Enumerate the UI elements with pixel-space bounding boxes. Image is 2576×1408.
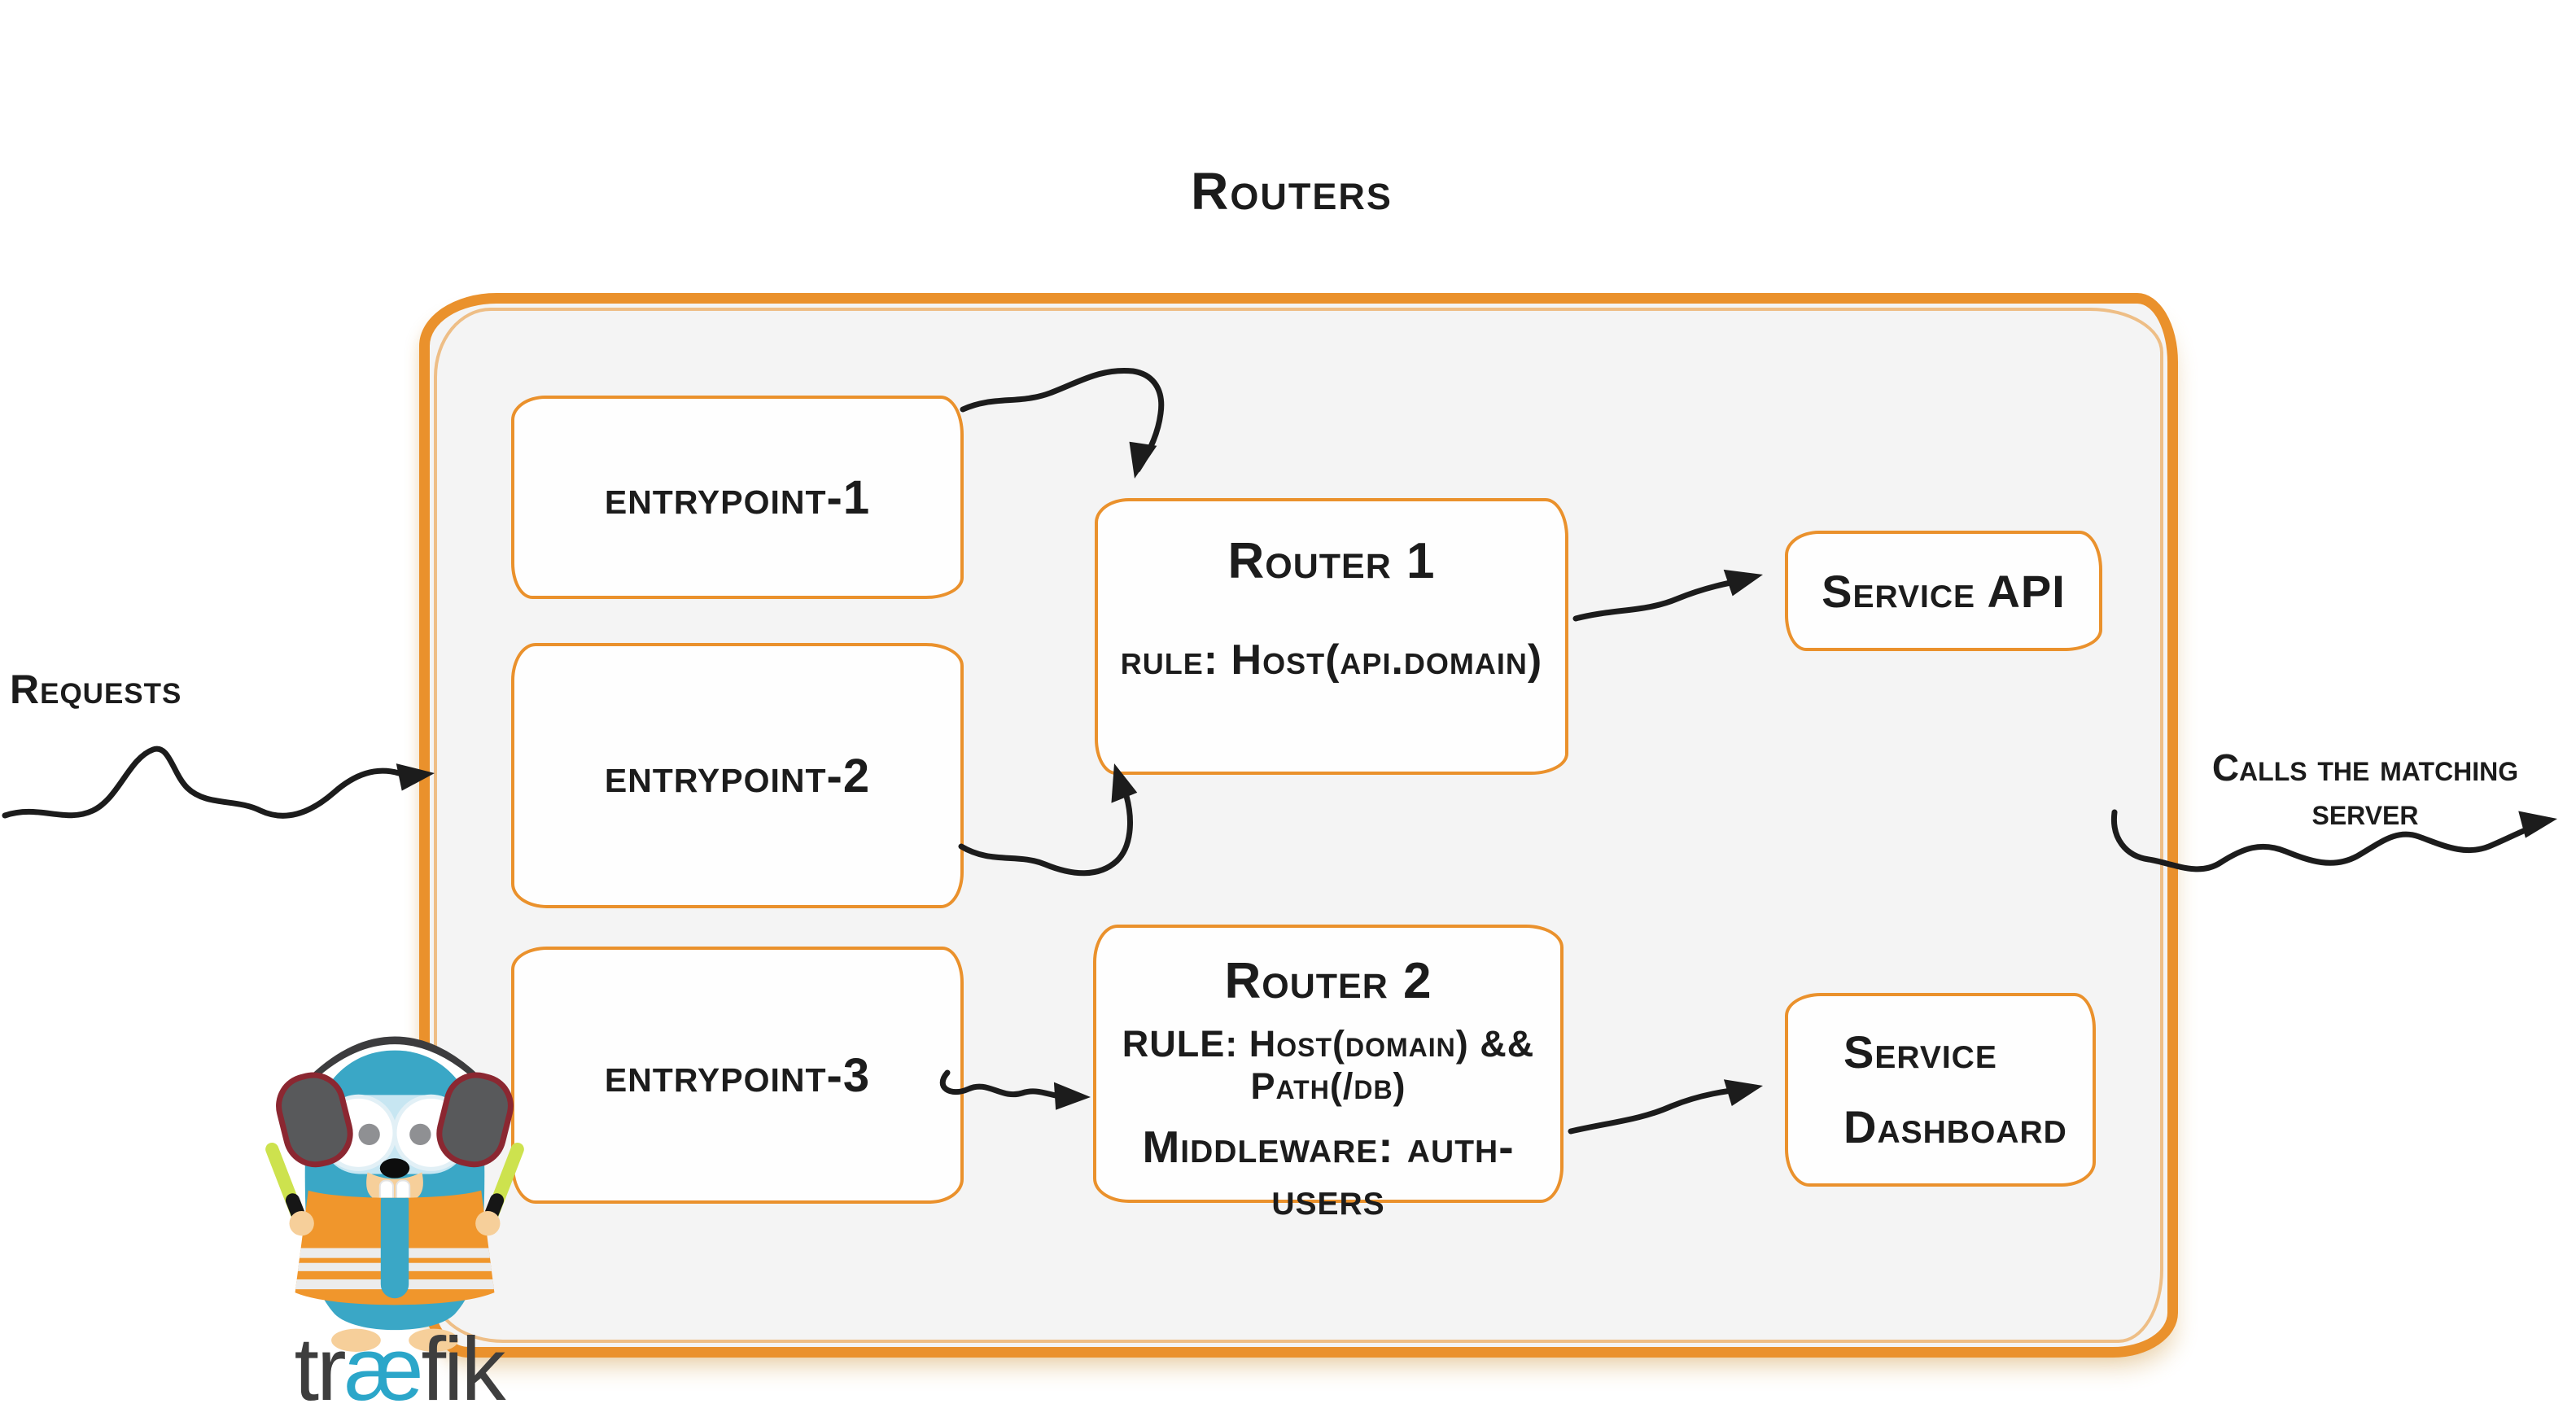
- left-ear-cup: [276, 1072, 353, 1168]
- service-api-box: Service API: [1785, 531, 2102, 651]
- calls-matching-server-label: Calls the matching server: [2211, 746, 2519, 833]
- entrypoint-1-label: entrypoint-1: [604, 470, 871, 524]
- arrow-requests-in: [2, 746, 435, 819]
- router-2-title: Router 2: [1224, 953, 1432, 1009]
- router-2-middleware: Middleware: auth-users: [1142, 1122, 1515, 1224]
- router-2-rule: RULE: Host(domain) && Path(/db): [1122, 1023, 1535, 1107]
- service-dashboard-box: Service Dashboard: [1785, 993, 2096, 1187]
- left-eye: [358, 1123, 380, 1146]
- traefik-gopher-logo: [265, 1036, 524, 1352]
- entrypoint-3-label: entrypoint-3: [604, 1048, 871, 1102]
- router-1-rule: rule: Host(api.domain): [1120, 636, 1543, 684]
- entrypoint-2-box: entrypoint-2: [511, 643, 964, 908]
- service-dashboard-label: Service Dashboard: [1843, 1025, 2067, 1152]
- safety-vest: [295, 1190, 495, 1305]
- requests-label: Requests: [10, 667, 182, 712]
- right-ear-cup: [436, 1072, 514, 1168]
- page-title: Routers: [1191, 162, 1393, 221]
- router-1-title: Router 1: [1227, 533, 1436, 589]
- nose: [379, 1158, 410, 1178]
- router-2-box: Router 2 RULE: Host(domain) && Path(/db)…: [1093, 925, 1564, 1224]
- traefik-wordmark: træfik: [236, 1325, 562, 1408]
- entrypoint-1-box: entrypoint-1: [511, 396, 964, 599]
- entrypoint-3-box: entrypoint-3: [511, 947, 964, 1204]
- entrypoint-2-label: entrypoint-2: [604, 749, 871, 802]
- service-api-label: Service API: [1822, 565, 2066, 617]
- wordmark-ae: æ: [343, 1319, 424, 1408]
- router-1-box: Router 1 rule: Host(api.domain): [1095, 498, 1568, 775]
- right-eye: [409, 1123, 431, 1146]
